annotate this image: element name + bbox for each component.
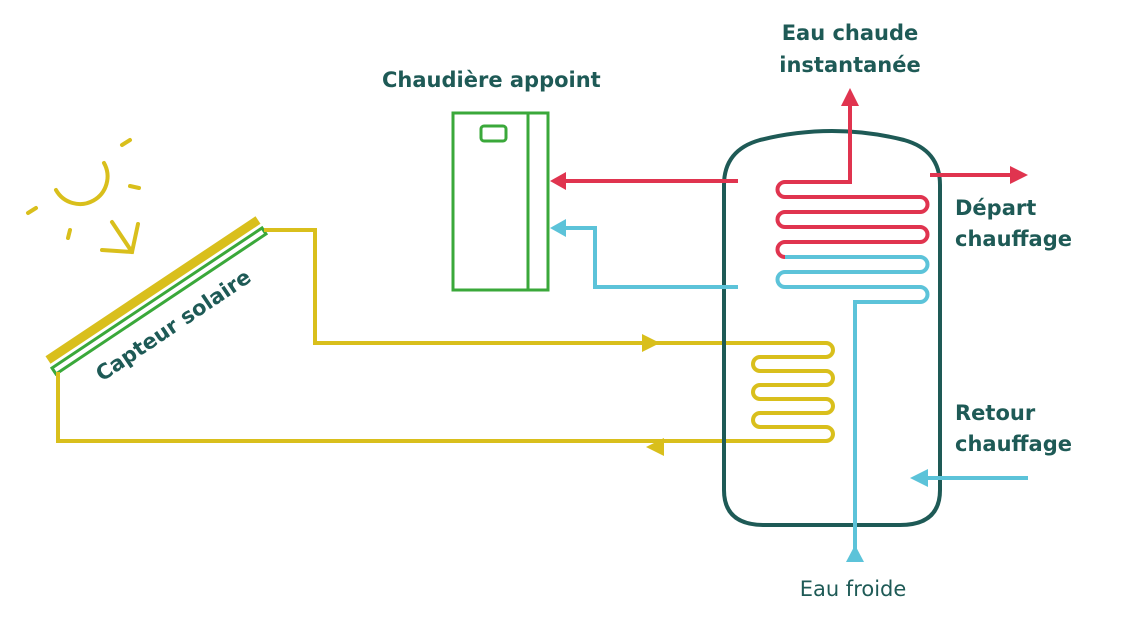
solar-loop-pipe [56,228,835,443]
heating-out-label-line1: Départ [955,196,1036,220]
hot-water-coil [775,104,930,550]
heating-return-label-line1: Retour [955,401,1036,425]
solar-collector [45,216,269,377]
boiler-hot-pipe [550,172,738,190]
hot-water-arrow-icon [841,88,859,106]
hot-water-label-line1: Eau chaude [782,21,919,45]
storage-tank [722,129,942,527]
solar-flow-arrow-in [642,334,660,352]
heating-return-pipe [910,469,1028,487]
cold-water-label: Eau froide [800,577,907,601]
heating-out-label-line2: chauffage [955,227,1072,251]
hot-water-label-line2: instantanée [779,53,920,77]
cold-water-arrow-icon [846,545,864,562]
boiler [451,111,550,292]
boiler-label: Chaudière appoint [382,68,601,92]
heating-return-label-line2: chauffage [955,432,1072,456]
heating-departure-pipe [930,166,1028,184]
boiler-return-pipe [550,219,738,289]
sun-icon [26,138,141,255]
solar-flow-arrow-out [646,438,664,456]
